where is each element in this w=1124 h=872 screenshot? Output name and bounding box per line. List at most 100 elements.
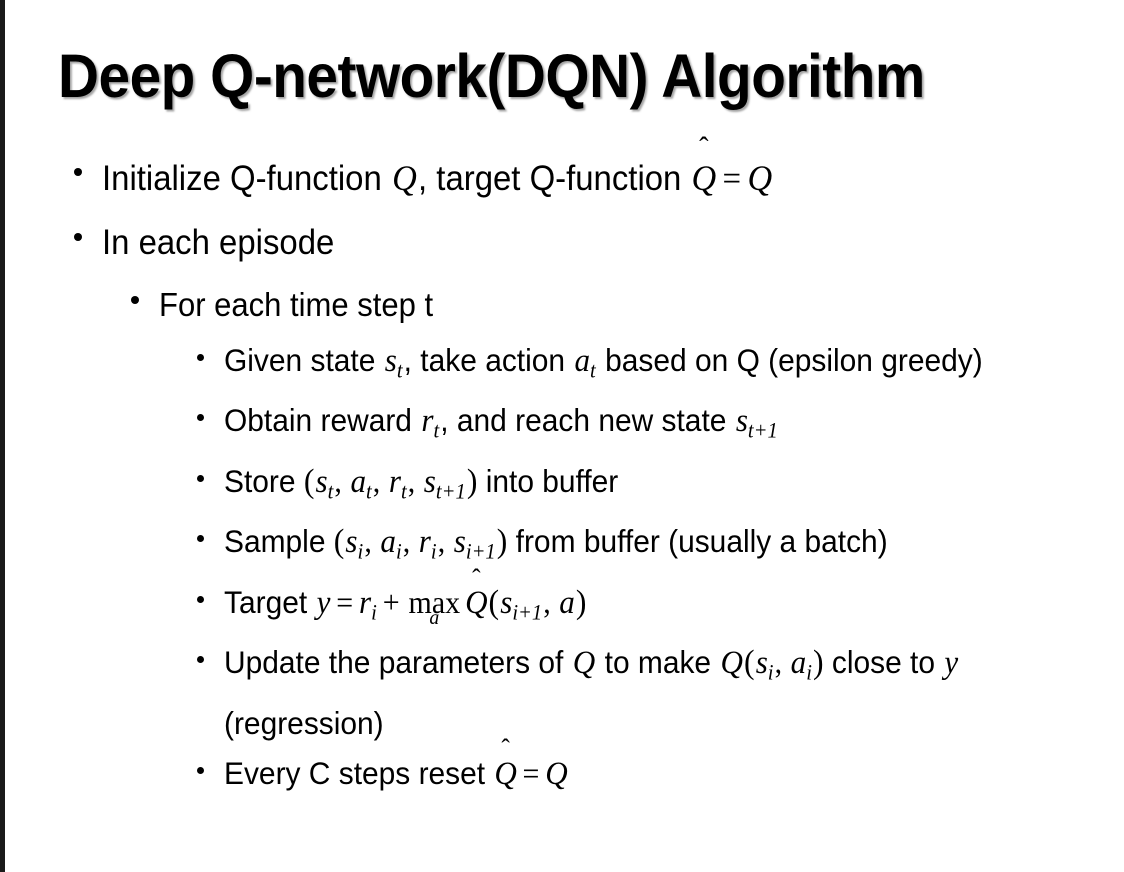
list-item-text: Every C steps reset ̂Q=Q (224, 748, 1048, 799)
list-item-text: In each episode (102, 223, 335, 262)
text-run: close to (823, 644, 944, 681)
math-subscript: t (327, 479, 334, 504)
list-item-text: Store (st, at, rt, st+1) into buffer (224, 456, 1048, 516)
text-run: from buffer (usually a batch) (507, 523, 888, 560)
math-s: si (755, 645, 775, 684)
bullet-dot-icon (74, 168, 82, 176)
math-r: ri (358, 584, 378, 624)
text-run: Given state (224, 342, 384, 378)
math-s: st (384, 343, 404, 382)
math-s: st+1 (735, 403, 779, 442)
text-run: Update the parameters of (224, 644, 572, 681)
math-comma: , (437, 524, 453, 560)
math-equals: = (522, 755, 540, 791)
bullet-dot-icon (74, 233, 82, 241)
text-run: Target (224, 583, 316, 620)
math-q: Q (545, 755, 568, 792)
list-item: For each time step t (5, 277, 1124, 333)
list-item: Initialize Q-function Q, target Q-functi… (5, 148, 1124, 209)
math-paren-close: ) (813, 644, 824, 682)
math-plus: + (382, 584, 400, 620)
math-q-hat: ̂Q (464, 578, 488, 628)
text-run: s (315, 463, 328, 500)
text-run: r (421, 403, 434, 440)
math-subscript: i+1 (512, 600, 543, 625)
math-subscript: i (395, 539, 402, 564)
text-run: (regression) (224, 704, 384, 741)
text-run: Q (494, 755, 517, 792)
list-item-text: Sample (si, ai, ri, si+1) from buffer (u… (224, 516, 1048, 576)
math-y: y (316, 584, 331, 621)
list-item: Obtain reward rt, and reach new state st… (5, 395, 1124, 455)
math-equals: = (722, 159, 742, 198)
list-item: Every C steps reset ̂Q=Q (5, 748, 1124, 799)
math-s: si (344, 524, 364, 563)
math-subscript: i (767, 660, 774, 685)
page-title: Deep Q-network(DQN) Algorithm (58, 42, 925, 110)
bullet-dot-icon (197, 414, 204, 421)
text-run: into buffer (477, 462, 619, 499)
math-comma: , (402, 524, 418, 560)
text-run: to make (596, 644, 720, 681)
bullet-dot-icon (197, 767, 204, 774)
math-r: rt (388, 463, 408, 504)
math-q: Q (747, 158, 773, 198)
math-a: at (573, 343, 596, 382)
text-run: r (418, 524, 431, 561)
math-underscript: a (429, 605, 440, 629)
math-q-hat: ̂Q (690, 148, 717, 208)
math-comma: , (372, 463, 388, 499)
text-run: , target Q-function (418, 159, 691, 198)
text-run: r (388, 463, 401, 500)
math-subscript: t+1 (435, 479, 466, 504)
math-y: y (944, 645, 959, 682)
bullet-dot-icon (197, 354, 204, 361)
math-subscript: t (400, 479, 407, 504)
math-subscript: i+1 (465, 539, 496, 564)
math-q: Q (392, 158, 417, 198)
list-item: In each episode (5, 213, 1124, 273)
text-run: Q (691, 158, 717, 198)
math-comma: , (407, 463, 423, 499)
math-r: rt (420, 403, 440, 442)
text-run: a (350, 463, 367, 500)
math-subscript: i (430, 539, 437, 564)
text-run: max (408, 584, 461, 620)
text-run: , and reach new state (440, 402, 735, 439)
text-run: s (345, 524, 358, 561)
math-comma: , (543, 584, 559, 620)
bullet-dot-icon (197, 535, 204, 542)
text-run: Store (224, 462, 304, 499)
math-paren-open: ( (744, 644, 755, 682)
math-s-next: si+1 (499, 585, 543, 625)
text-run: r (359, 584, 372, 621)
list-item: Store (st, at, rt, st+1) into buffer (5, 456, 1124, 516)
list-item-text: Initialize Q-function Q, target Q-functi… (102, 148, 1067, 209)
math-comma: , (774, 645, 790, 681)
text-run: Sample (224, 523, 334, 560)
list-item-text: Target y=ri+maxâQ(si+1, a) (224, 577, 1048, 637)
math-paren-close: ) (575, 583, 587, 621)
list-item-text: Given state st, take action at based on … (224, 335, 1048, 395)
text-run: s (735, 403, 748, 440)
text-run: a (790, 645, 807, 682)
list-item-text: For each time step t (159, 286, 434, 323)
math-equals: = (336, 584, 354, 620)
math-s-next: st+1 (423, 464, 467, 504)
math-a: ai (790, 645, 813, 684)
math-paren-open: ( (303, 462, 315, 500)
math-subscript: i (806, 660, 812, 685)
math-q-hat: ̂Q (493, 749, 517, 799)
list-item-text: Update the parameters of Q to make Q(si,… (224, 637, 1048, 747)
text-run: s (453, 524, 466, 561)
math-comma: , (364, 524, 380, 560)
math-paren-close: ) (466, 462, 478, 500)
text-run: Q (465, 584, 488, 621)
bullet-dot-icon (197, 596, 204, 603)
math-s: st (314, 463, 334, 504)
list-item: Given state st, take action at based on … (5, 335, 1124, 395)
bullet-dot-icon (197, 475, 204, 482)
text-run: a (574, 343, 591, 379)
